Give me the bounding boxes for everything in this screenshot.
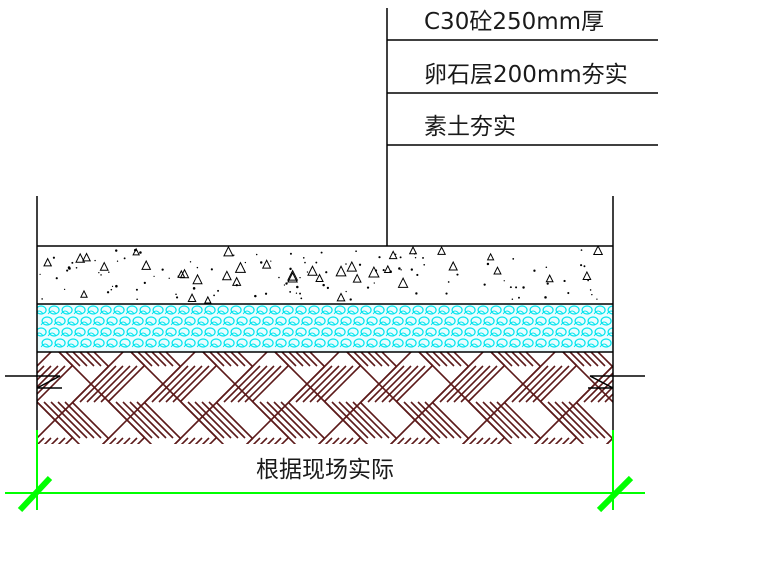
gravel-hatch-pattern xyxy=(37,305,613,348)
section-outline xyxy=(36,196,614,444)
dimension-label: 根据现场实际 xyxy=(256,457,394,483)
dimension-line xyxy=(5,430,645,513)
concrete-layer xyxy=(37,246,613,304)
dimension-tick-left xyxy=(17,475,53,513)
dimension-tick-right xyxy=(596,475,634,513)
break-line-left xyxy=(5,375,62,389)
gravel-layer xyxy=(37,304,613,352)
layer-label-soil: 素土夯实 xyxy=(424,114,516,140)
layer-label-gravel: 卵石层200mm夯实 xyxy=(424,62,628,88)
layer-label-concrete: C30砼250mm厚 xyxy=(424,9,604,35)
break-line-right xyxy=(588,375,645,389)
soil-hatch-pattern xyxy=(37,352,613,444)
concrete-speckle-pattern xyxy=(39,246,604,304)
soil-layer xyxy=(37,352,613,444)
